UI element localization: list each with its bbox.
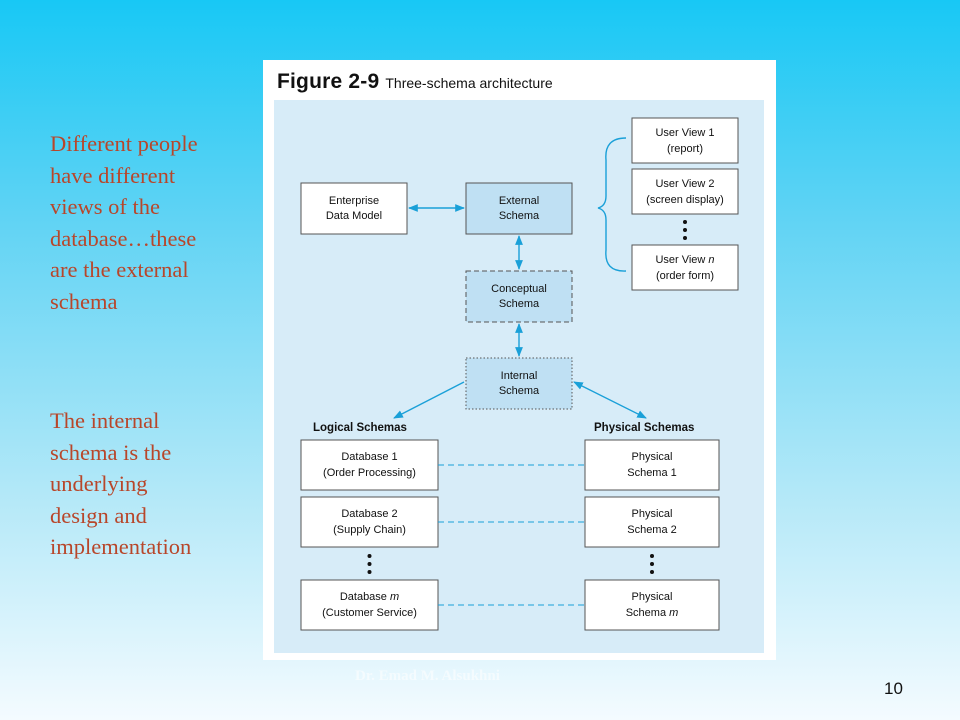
box-label: Internal: [501, 370, 538, 382]
box-label: Physical: [632, 451, 673, 463]
note-line: have different: [50, 162, 176, 188]
svg-text:Schema 1: Schema 1: [627, 467, 677, 479]
svg-text:Physical: Physical: [632, 591, 673, 603]
svg-text:(Supply Chain): (Supply Chain): [333, 524, 406, 536]
box-label-italic: m: [390, 591, 399, 603]
box-label: (Supply Chain): [333, 524, 406, 536]
svg-text:(Order Processing): (Order Processing): [323, 467, 416, 479]
internal-schema-box: Internal Schema: [465, 357, 573, 410]
svg-text:Database m: Database m: [340, 591, 399, 603]
box-label: Schema: [626, 607, 669, 619]
box-label: User View 1: [655, 127, 714, 139]
box-label: Enterprise: [329, 195, 379, 207]
note-line: schema: [50, 288, 118, 314]
svg-text:Physical: Physical: [632, 508, 673, 520]
svg-text:Data Model: Data Model: [326, 210, 382, 222]
box-label: Database 1: [341, 451, 397, 463]
physical-schema-1-box: Physical Schema 1: [584, 439, 720, 491]
svg-text:Internal: Internal: [501, 370, 538, 382]
figure-caption: Three-schema architecture: [385, 75, 553, 91]
svg-text:(Customer Service): (Customer Service): [322, 607, 417, 619]
figure-number: Figure 2-9: [277, 70, 380, 93]
user-view-1-box: User View 1 (report): [631, 117, 739, 164]
box-label: Physical: [632, 508, 673, 520]
svg-text:User View n: User View n: [655, 254, 714, 266]
svg-text:Schema: Schema: [499, 385, 540, 397]
physical-ellipsis: [650, 554, 654, 574]
box-label: (Order Processing): [323, 467, 416, 479]
svg-text:Physical: Physical: [632, 451, 673, 463]
svg-text:Database 1: Database 1: [341, 451, 397, 463]
svg-text:Schema: Schema: [499, 298, 540, 310]
box-label: Database: [340, 591, 390, 603]
svg-text:External: External: [499, 195, 539, 207]
logical-database-1-box: Database 1 (Order Processing): [300, 439, 439, 491]
physical-schema-2-box: Physical Schema 2: [584, 496, 720, 548]
user-views-brace: [597, 137, 627, 272]
physical-schemas-header: Physical Schemas: [594, 422, 694, 434]
enterprise-data-model-box: Enterprise Data Model: [300, 182, 408, 235]
note-line: database…these: [50, 225, 197, 251]
box-label-italic: m: [669, 607, 678, 619]
author-watermark: Dr. Emad M. Alsukhni: [355, 668, 500, 684]
box-label: (Customer Service): [322, 607, 417, 619]
box-label: Schema: [499, 210, 540, 222]
box-label: Database 2: [341, 508, 397, 520]
svg-text:(order form): (order form): [656, 270, 714, 282]
box-label: Schema 2: [627, 524, 677, 536]
svg-text:Conceptual: Conceptual: [491, 283, 547, 295]
note-line: are the external: [50, 257, 189, 282]
svg-text:User View 1: User View 1: [655, 127, 714, 139]
logical-database-2-box: Database 2 (Supply Chain): [300, 496, 439, 548]
user-view-n-box: User View n (order form): [631, 244, 739, 291]
conceptual-schema-box: Conceptual Schema: [465, 270, 573, 323]
box-label: (report): [667, 143, 703, 155]
svg-text:Database 2: Database 2: [341, 508, 397, 520]
box-label: Conceptual: [491, 283, 547, 295]
note-line: views of the: [50, 194, 160, 219]
box-label: (order form): [656, 270, 714, 282]
external-schema-note: Different people have different views of…: [50, 128, 198, 317]
note-line: design and: [50, 502, 147, 528]
logical-database-m-box: Database m (Customer Service): [300, 579, 439, 631]
box-label-italic: n: [708, 254, 714, 266]
slide-number: 10: [884, 679, 903, 698]
note-line: underlying: [50, 471, 148, 496]
physical-schema-m-box: Physical Schema m: [584, 579, 720, 631]
box-label: Schema: [499, 298, 540, 310]
box-label: User View 2: [655, 178, 714, 190]
svg-text:Schema m: Schema m: [626, 607, 679, 619]
internal-schema-note: The internal schema is the underlying de…: [50, 405, 191, 563]
svg-text:Enterprise: Enterprise: [329, 195, 379, 207]
box-label: Physical: [632, 591, 673, 603]
external-schema-box: External Schema: [465, 182, 573, 235]
svg-text:(screen display): (screen display): [646, 194, 724, 206]
box-label: Schema 1: [627, 467, 677, 479]
internal-logical-arrow: [393, 381, 465, 419]
user-view-ellipsis: [683, 220, 687, 240]
note-line: schema is the: [50, 439, 172, 465]
svg-text:Schema 2: Schema 2: [627, 524, 677, 536]
internal-physical-arrow: [573, 381, 647, 419]
svg-text:(report): (report): [667, 143, 703, 155]
box-label: (screen display): [646, 194, 724, 206]
logical-schemas-header: Logical Schemas: [313, 422, 407, 434]
user-view-2-box: User View 2 (screen display): [631, 168, 739, 215]
note-line: Different people: [50, 131, 198, 156]
note-line: implementation: [50, 534, 192, 559]
box-label: Data Model: [326, 210, 382, 222]
svg-text:Schema: Schema: [499, 210, 540, 222]
logical-ellipsis: [367, 554, 372, 574]
box-label: Schema: [499, 385, 540, 397]
box-label: User View: [655, 254, 708, 266]
figure-title: Figure 2-9 Three-schema architecture: [277, 70, 553, 94]
note-line: The internal: [50, 408, 160, 433]
svg-text:User View 2: User View 2: [655, 178, 714, 190]
box-label: External: [499, 195, 539, 207]
